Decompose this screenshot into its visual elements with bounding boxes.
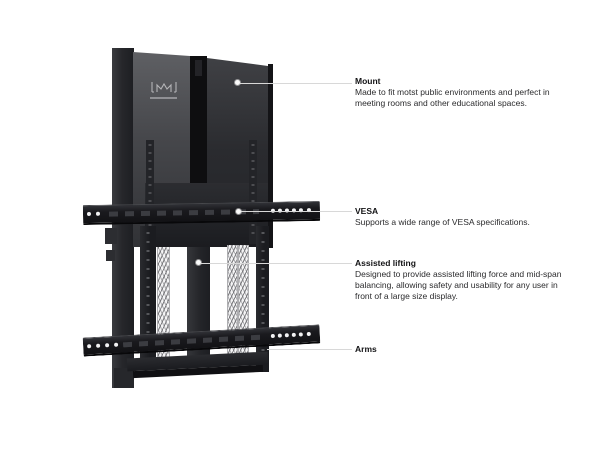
callout-mount: Mount Made to fit motst public environme… [355,76,587,109]
rail-hole [105,343,110,348]
rail-hole [277,333,282,338]
rail-hole [298,332,303,337]
mount-center-slot [190,56,207,183]
mount-anchor-dot [235,80,240,85]
rail-hole [284,333,289,338]
callout-mount-title: Mount [355,76,381,86]
callout-vesa: VESA Supports a wide range of VESA speci… [355,206,587,228]
lift-spring-right-1 [227,245,238,364]
mount-leader-line [240,83,352,84]
callout-assisted-lifting: Assisted lifting Designed to provide ass… [355,258,587,302]
rail-hole [113,342,119,347]
callout-arms-title: Arms [355,344,377,354]
callout-vesa-body: Supports a wide range of VESA specificat… [355,217,530,227]
assisted-lifting-anchor-dot [196,260,201,265]
mount-right-edge [268,64,273,248]
rail-hole [291,332,296,337]
logo-subtext-line [150,97,177,99]
rail-hole [87,344,92,349]
wall-clamp-upper [105,228,117,244]
rail-hole [270,333,275,339]
callout-assisted-lifting-body: Designed to provide assisted lifting for… [355,269,562,301]
wall-clamp-lower [106,250,115,261]
vesa-arm-upper [82,200,321,226]
multibrackets-logo-icon [151,82,177,93]
rail-slots [122,334,264,348]
lift-spring-left [157,247,170,364]
rail-hole [95,211,101,216]
assisted-lifting-leader-line [201,263,352,264]
lift-frame-right [256,226,269,372]
lift-spring-right-2 [238,245,249,364]
slot-hook [195,60,202,76]
inner-upright-left [146,140,154,244]
rail-hole [96,343,101,348]
callout-arms: Arms [355,344,587,355]
callout-mount-body: Made to fit motst public environments an… [355,87,550,108]
inner-upright-right [249,140,257,244]
lift-frame-left [140,226,156,368]
rail-hole [86,211,92,216]
callout-vesa-title: VESA [355,206,379,216]
vesa-leader-line [241,211,352,212]
vesa-anchor-dot [236,209,241,214]
callout-assisted-lifting-title: Assisted lifting [355,258,416,268]
bottom-left-foot [114,368,134,388]
arms-leader-line [267,349,352,350]
rail-hole [306,331,311,337]
